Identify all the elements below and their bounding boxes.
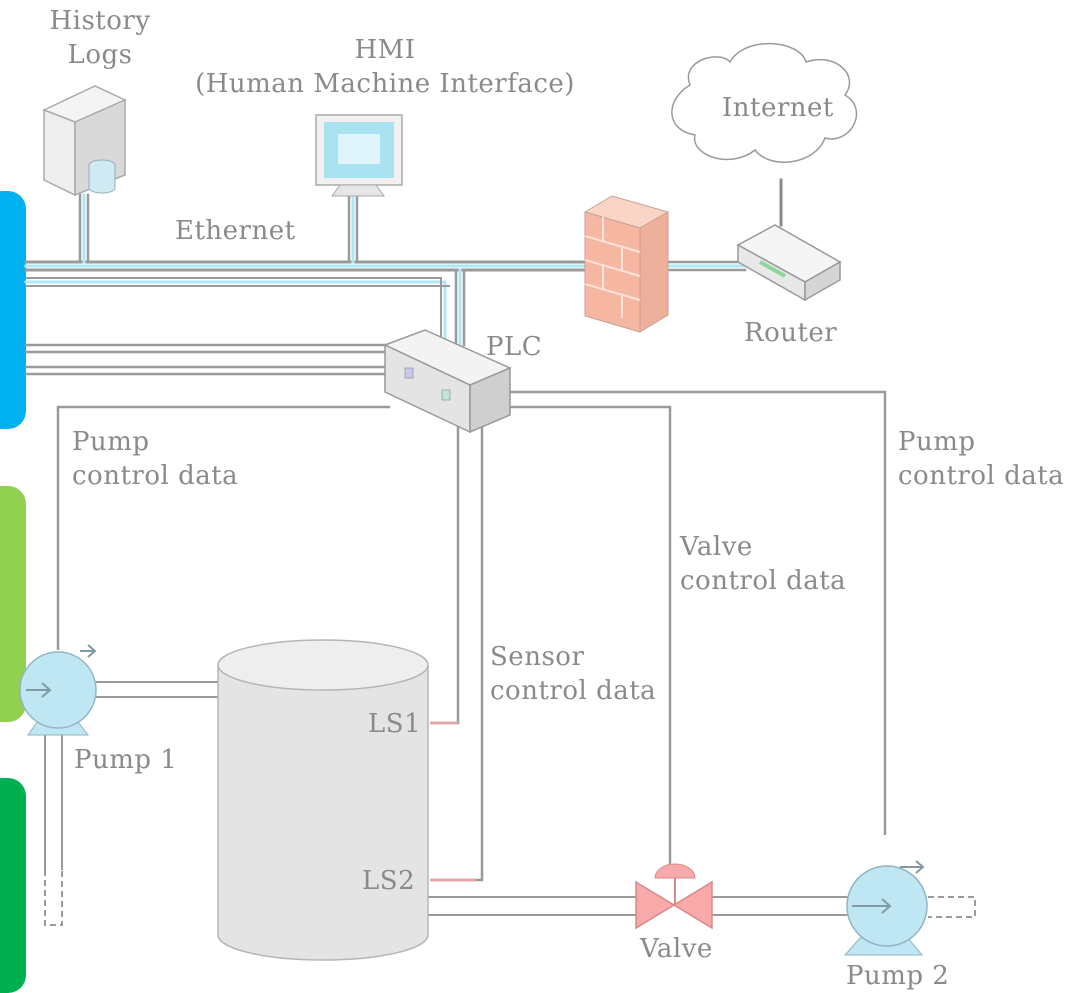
ls1-label: LS1 bbox=[368, 709, 422, 739]
hmi-monitor-icon bbox=[315, 114, 403, 197]
router-label: Router bbox=[744, 318, 838, 348]
pipe-outlet-left bbox=[44, 870, 63, 926]
tank-icon bbox=[217, 639, 429, 961]
ls2-label: LS2 bbox=[362, 866, 416, 896]
pump-1-label: Pump 1 bbox=[74, 745, 178, 775]
internet-label: Internet bbox=[722, 93, 834, 123]
history-server-icon bbox=[42, 85, 127, 197]
pump-control-data-left-label: Pump control data bbox=[72, 427, 239, 491]
ethernet-network bbox=[24, 178, 783, 376]
side-tab-green bbox=[0, 778, 26, 993]
plc-label: PLC bbox=[486, 332, 543, 362]
ethernet-label: Ethernet bbox=[175, 216, 296, 246]
hmi-label: HMI (Human Machine Interface) bbox=[195, 35, 575, 99]
sensor-control-data-label: Sensor control data bbox=[490, 642, 657, 706]
control-lines bbox=[56, 390, 887, 882]
valve-label: Valve bbox=[640, 934, 713, 964]
side-tab-blue bbox=[0, 191, 26, 429]
pump-1-icon bbox=[19, 644, 97, 736]
pipes bbox=[44, 681, 852, 916]
internet-cloud-icon bbox=[671, 42, 858, 163]
plc-icon bbox=[383, 329, 512, 434]
pump-2-icon bbox=[843, 860, 928, 956]
firewall-icon bbox=[583, 195, 670, 333]
pump-control-data-right-label: Pump control data bbox=[898, 427, 1065, 491]
valve-control-data-label: Valve control data bbox=[680, 532, 847, 596]
pump-2-label: Pump 2 bbox=[846, 961, 950, 991]
history-logs-label: History Logs bbox=[49, 6, 151, 70]
valve-icon bbox=[635, 863, 713, 930]
router-icon bbox=[736, 224, 842, 302]
pipe-outlet-right bbox=[928, 896, 976, 918]
